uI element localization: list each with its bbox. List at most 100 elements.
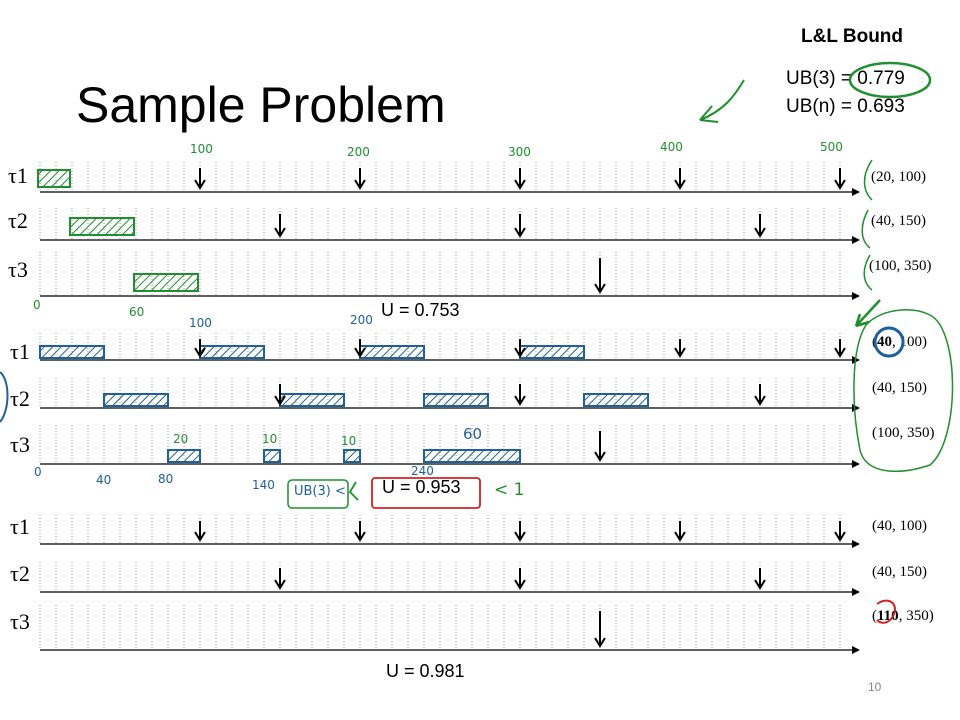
s2-chunk-label-10b: 10 (341, 434, 357, 448)
arrival-arrowhead-icon (674, 179, 686, 190)
arrival-arrowhead-icon (194, 179, 206, 190)
s3-utilization: U = 0.981 (386, 661, 465, 681)
arrival-arrowhead-icon (594, 637, 606, 648)
schedule-block (39, 345, 105, 359)
s3-task3-label: τ3 (10, 609, 30, 634)
s2-chunk-label-60: 60 (463, 425, 483, 443)
s3-task2-label: τ2 (10, 561, 30, 586)
schedule-block (199, 345, 265, 359)
ub3-value: UB(3) = 0.779 (786, 68, 905, 89)
arrival-arrowhead-icon (594, 451, 606, 462)
axis-layer (40, 188, 860, 654)
arrival-arrowhead-icon (194, 531, 206, 542)
arrival-arrowhead-icon (354, 531, 366, 542)
axis-arrowhead-icon (852, 292, 860, 300)
s2-task2-label: τ2 (10, 386, 30, 411)
arrival-arrowhead-icon (274, 579, 286, 590)
arrival-arrowhead-icon (754, 395, 766, 406)
block-layer (37, 169, 649, 463)
section2-params-outline (853, 309, 954, 472)
s2-chunk-label-10a: 10 (262, 432, 278, 446)
s1-time-label-100: 100 (190, 142, 213, 156)
schedule-block (133, 273, 199, 292)
arrival-arrowhead-icon (194, 347, 206, 358)
schedule-block (359, 345, 425, 359)
param-40-circle (873, 326, 905, 358)
arrival-arrowhead-icon (514, 347, 526, 358)
s1-task2-label: τ2 (8, 208, 28, 233)
arrival-arrowhead-icon (834, 179, 846, 190)
axis-arrowhead-icon (852, 404, 860, 412)
arrival-arrowhead-icon (594, 283, 606, 294)
arrival-arrowhead-icon (754, 227, 766, 238)
s3-task1-label: τ1 (10, 514, 30, 539)
s1-task2-params: (40, 150) (871, 213, 926, 229)
arrival-arrowhead-icon (514, 531, 526, 542)
s1-time-label-500: 500 (820, 140, 843, 154)
arrival-arrowhead-icon (674, 531, 686, 542)
s2-bottom-label-240: 240 (411, 464, 434, 478)
schedule-block (263, 449, 281, 463)
section1-params-brackets (861, 159, 873, 291)
axis-arrowhead-icon (852, 236, 860, 244)
s2-bottom-label-40: 40 (96, 473, 112, 487)
less-than-one-note: < 1 (494, 480, 525, 500)
axis-arrowhead-icon (852, 188, 860, 196)
s1-t3-end-label: 60 (129, 305, 145, 319)
checkmark-arrow-icon (854, 299, 881, 328)
page-number: 10 (868, 680, 882, 694)
s2-bottom-label-80: 80 (158, 472, 174, 486)
s2-task2-params: (40, 150) (872, 380, 927, 396)
arrival-arrowhead-icon (674, 347, 686, 358)
axis-arrowhead-icon (852, 588, 860, 596)
s3-task2-params: (40, 150) (872, 564, 927, 580)
schedule-block (519, 345, 585, 359)
arrival-arrowhead-icon (514, 179, 526, 190)
s1-start-label: 0 (33, 298, 41, 312)
schedule-block (279, 393, 345, 407)
ubn-value: UB(n) = 0.693 (786, 96, 905, 117)
schedule-block (103, 393, 169, 407)
utilization-red-box (371, 477, 481, 509)
arrival-arrowhead-icon (274, 395, 286, 406)
bound-heading: L&L Bound (801, 26, 904, 47)
less-than-mark (348, 481, 359, 501)
arrival-arrowhead-icon (514, 395, 526, 406)
schedule-block (37, 169, 71, 188)
schedule-block (343, 449, 361, 463)
axis-arrowhead-icon (852, 540, 860, 548)
s2-bottom-label-140: 140 (252, 478, 275, 492)
s1-time-label-400: 400 (660, 140, 683, 154)
arrival-arrowhead-icon (354, 347, 366, 358)
ub-note-box (287, 479, 349, 509)
left-bracket-mark (0, 371, 9, 423)
arrival-arrowhead-icon (514, 227, 526, 238)
s3-task1-params: (40, 100) (872, 518, 927, 534)
s2-chunk-label-20: 20 (173, 432, 189, 446)
arrival-arrowhead-icon (834, 531, 846, 542)
arrow-layer (194, 168, 846, 648)
arrival-arrowhead-icon (754, 579, 766, 590)
s1-time-label-300: 300 (508, 145, 531, 159)
ub-note: UB(3) < (294, 484, 346, 499)
s1-task3-label: τ3 (8, 257, 28, 282)
s3-task3-params: (110, 350) (872, 608, 934, 624)
param-110-mark (876, 599, 897, 624)
schedule-block (583, 393, 649, 407)
axis-arrowhead-icon (852, 646, 860, 654)
s1-time-label-200: 200 (347, 145, 370, 159)
s1-task1-label: τ1 (8, 163, 28, 188)
arrival-arrowhead-icon (834, 347, 846, 358)
schedule-block (423, 393, 489, 407)
arrival-arrowhead-icon (274, 227, 286, 238)
curved-arrow-icon (699, 79, 745, 123)
s1-task1-params: (20, 100) (871, 169, 926, 185)
slide-title: Sample Problem (76, 77, 446, 133)
arrival-arrowhead-icon (514, 579, 526, 590)
s2-task3-params: (100, 350) (872, 425, 935, 441)
schedule-block (423, 449, 521, 463)
s1-utilization: U = 0.753 (381, 300, 460, 320)
s2-time-label-100: 100 (189, 316, 212, 330)
ub3-circle (848, 61, 932, 99)
